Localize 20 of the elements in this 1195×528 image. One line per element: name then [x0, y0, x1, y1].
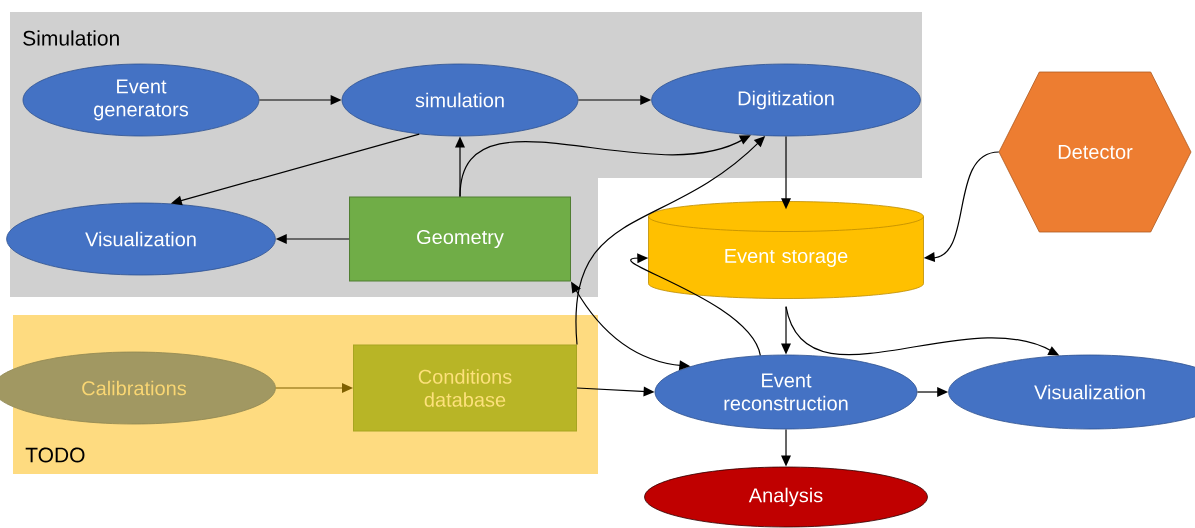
arrow: [923, 151, 1000, 263]
arrow: [258, 95, 342, 105]
arrow: [571, 281, 691, 371]
process-box: Conditions database: [353, 344, 577, 432]
arrow: [577, 95, 652, 105]
hexagon: Detector: [998, 71, 1192, 233]
arrow: [459, 135, 751, 198]
arrow: [275, 383, 353, 393]
arrow: [781, 428, 791, 467]
arrow: [785, 306, 1060, 356]
process-box: Geometry: [349, 196, 571, 282]
arrow: [916, 387, 949, 397]
arrow: [781, 306, 791, 355]
arrow: [781, 135, 791, 210]
storage-cylinder: Event storage: [648, 201, 924, 299]
arrow: [630, 253, 761, 356]
arrow: [576, 386, 655, 397]
arrow: [170, 133, 420, 206]
arrow: [275, 234, 350, 244]
arrow: [575, 135, 766, 346]
